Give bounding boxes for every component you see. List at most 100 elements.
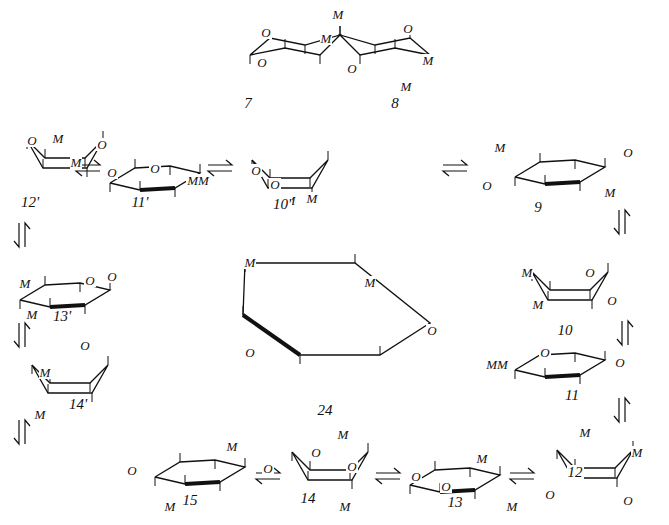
compound-number: 10: [557, 323, 574, 338]
substituent-bond: [305, 45, 306, 54]
substituent-bond: [550, 281, 551, 290]
substituent-bond: [395, 39, 396, 48]
equilibrium-arrow: [25, 223, 30, 247]
atom-label: MM: [485, 358, 509, 371]
atom-label: O: [606, 294, 617, 307]
substituent-bond: [245, 458, 246, 467]
substituent-bond: [608, 263, 609, 272]
atom-label: M: [34, 408, 47, 421]
atom-label: M: [26, 308, 39, 321]
substituent-bond: [375, 45, 376, 54]
substituent-bond: [580, 375, 581, 384]
ring: [515, 346, 605, 384]
substituent-bond: [545, 368, 546, 377]
substituent-bond: [590, 290, 591, 299]
substituent-bond: [155, 477, 156, 486]
substituent-bond: [92, 393, 93, 402]
substituent-bond: [540, 153, 541, 162]
atom-label: M: [532, 298, 545, 311]
atom-label: O: [402, 22, 413, 35]
compound-number: 11': [130, 195, 149, 210]
substituent-bond: [85, 305, 86, 314]
substituent-bond: [580, 182, 581, 191]
substituent-bond: [557, 450, 558, 459]
atom-label: O: [106, 270, 117, 283]
substituent-bond: [605, 158, 606, 167]
atom-label: O: [244, 346, 255, 359]
equilibrium-arrow: [376, 468, 400, 473]
substituent-bond: [200, 164, 201, 173]
equilibrium-arrow: [208, 171, 232, 176]
compound-number: 13': [52, 309, 72, 324]
atom-label: M: [320, 32, 333, 45]
atom-label: O: [26, 134, 37, 147]
atom-label: M: [52, 132, 65, 145]
substituent-bond: [515, 177, 516, 186]
ring-bond: [27, 140, 103, 168]
atom-label: O: [79, 339, 90, 352]
atom-label: M: [506, 500, 519, 513]
equilibrium-arrow: [256, 479, 280, 484]
ring-bond: [252, 160, 328, 188]
equilibrium-arrow: [510, 468, 534, 473]
equilibrium-arrow: [76, 171, 100, 176]
ring: [410, 461, 500, 499]
atom-label: M: [164, 500, 177, 513]
substituent-bond: [87, 168, 88, 177]
substituent-bond: [355, 254, 356, 263]
substituent-bond: [340, 26, 341, 35]
substituent-bond: [185, 475, 186, 484]
ring-bond: [155, 460, 245, 484]
substituent-bond: [475, 490, 476, 499]
atom-label: M: [579, 426, 592, 439]
compound-number: 12: [567, 465, 584, 480]
equilibrium-arrow: [208, 160, 232, 165]
substituent-bond: [243, 306, 244, 315]
compound-number: 10': [272, 197, 292, 212]
compound-number: 13: [447, 495, 464, 510]
compound-number: 12': [20, 195, 40, 210]
atom-label: O: [250, 164, 261, 177]
front-bond: [185, 482, 220, 484]
atom-label: M: [19, 277, 32, 290]
substituent-bond: [285, 39, 286, 48]
substituent-bond: [615, 468, 616, 477]
substituent-bond: [340, 26, 341, 35]
equilibrium-arrow: [614, 398, 619, 422]
substituent-bond: [50, 298, 51, 307]
ring: [340, 26, 430, 64]
atom-label: O: [84, 274, 95, 287]
ring-bond: [243, 263, 430, 355]
substituent-bond: [368, 443, 369, 452]
atom-label: O: [126, 464, 137, 477]
substituent-bond: [310, 461, 311, 470]
atom-label: M: [604, 186, 617, 199]
substituent-bond: [300, 355, 301, 364]
substituent-bond: [592, 300, 593, 309]
substituent-bond: [470, 468, 471, 477]
substituent-bond: [515, 370, 516, 379]
substituent-bond: [180, 453, 181, 462]
atom-label: M: [521, 266, 534, 279]
ring-bond: [292, 452, 368, 480]
atom-label: O: [426, 324, 437, 337]
substituent-bond: [250, 55, 251, 64]
equilibrium-arrow: [628, 321, 633, 345]
atom-label: M: [631, 446, 644, 459]
substituent-bond: [410, 485, 411, 494]
substituent-bond: [32, 365, 33, 374]
equilibrium-arrow: [625, 210, 630, 234]
atom-label: O: [149, 162, 160, 175]
ring-bond: [515, 160, 605, 184]
substituent-bond: [292, 452, 293, 461]
atom-label: O: [481, 179, 492, 192]
substituent-bond: [110, 183, 111, 192]
compound-number: 15: [182, 493, 199, 508]
substituent-bond: [605, 351, 606, 360]
front-bond: [545, 182, 580, 184]
compound-number: 14': [68, 397, 88, 412]
substituent-bond: [20, 300, 21, 309]
atom-label: M: [39, 366, 52, 379]
substituent-bond: [575, 160, 576, 169]
